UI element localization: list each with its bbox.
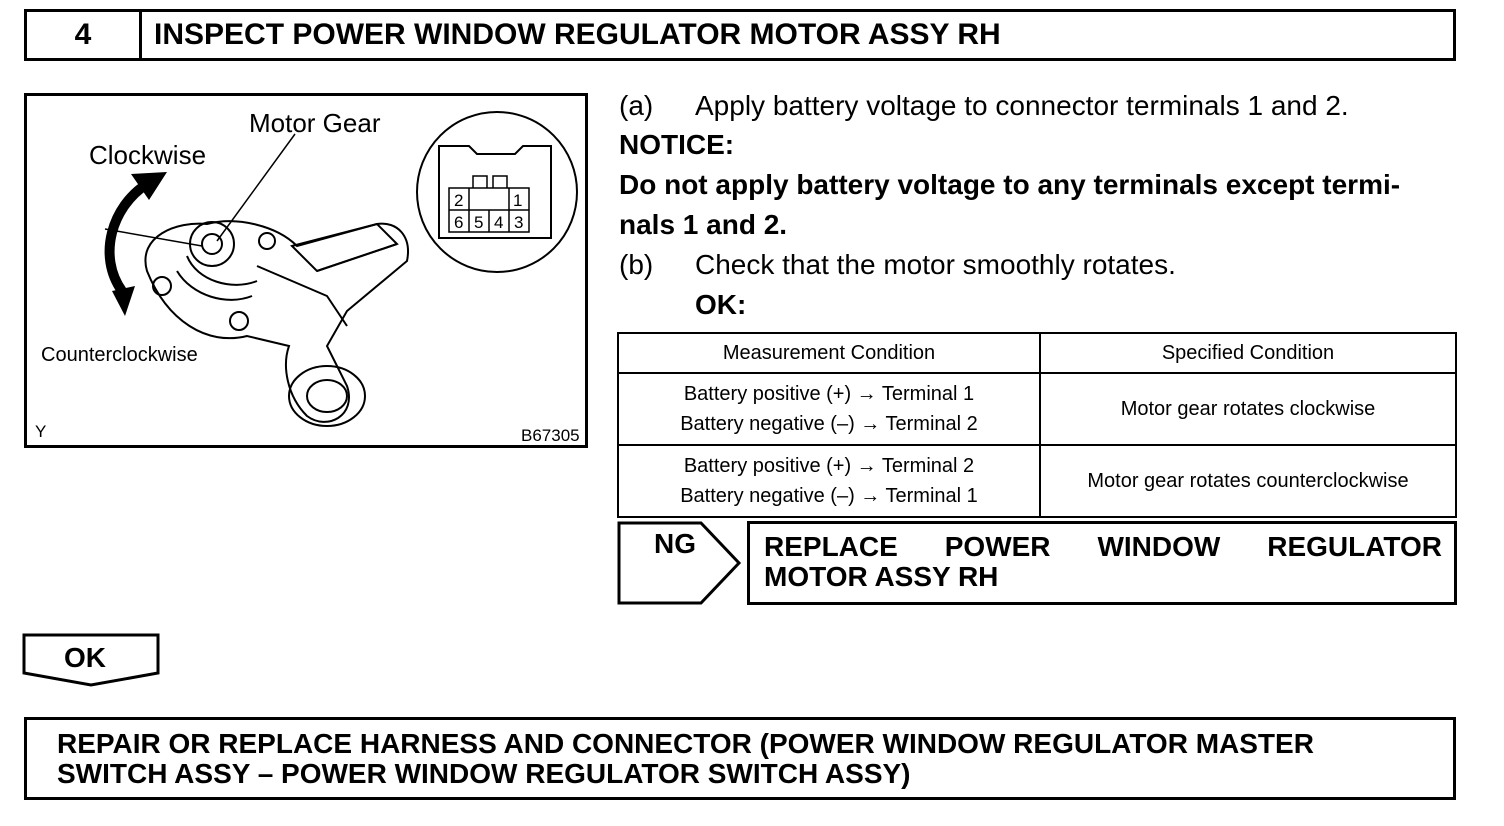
terminal-2-label: 2	[454, 191, 464, 210]
ok-heading: OK:	[695, 289, 747, 320]
ng-label: NG	[654, 528, 696, 559]
step-title: INSPECT POWER WINDOW REGULATOR MOTOR ASS…	[154, 18, 1001, 51]
counterclockwise-label: Counterclockwise	[41, 344, 198, 366]
step-number: 4	[27, 12, 142, 58]
spec-table: Measurement Condition Specified Conditio…	[617, 332, 1457, 518]
notice-line-2: nals 1 and 2.	[619, 209, 788, 240]
condition-line: Battery positive (+) → Terminal 2	[683, 455, 975, 477]
terminal-4-label: 4	[494, 213, 504, 232]
ng-word: REPLACE	[764, 531, 898, 562]
terminal-3-label: 3	[514, 213, 524, 232]
final-action-box: REPAIR OR REPLACE HARNESS AND CONNECTOR …	[24, 717, 1456, 800]
figure-corner-label: Y	[35, 422, 47, 441]
motor-illustration	[104, 111, 578, 427]
condition-line: Battery positive (+) → Terminal 1	[683, 383, 975, 405]
condition-line: Battery negative (–) → Terminal 1	[680, 485, 978, 507]
clockwise-label: Clockwise	[89, 140, 207, 170]
motor-gear-label: Motor Gear	[249, 108, 381, 138]
condition-cell: Battery positive (+) → Terminal 2 Batter…	[617, 444, 1041, 518]
table-row: Battery positive (+) → Terminal 2 Batter…	[617, 444, 1457, 518]
ok-arrow-shape	[22, 633, 160, 687]
terminal-6-label: 6	[454, 213, 464, 232]
figure-id: B67305	[521, 426, 580, 445]
motor-figure: Motor Gear Clockwise Counterclockwise Y …	[24, 93, 588, 448]
ok-label: OK	[64, 642, 106, 673]
ng-word: WINDOW	[1097, 531, 1221, 562]
result-cell: Motor gear rotates clockwise	[1039, 372, 1457, 446]
final-action-line-2: SWITCH ASSY – POWER WINDOW REGULATOR SWI…	[57, 758, 911, 789]
terminal-5-label: 5	[474, 213, 484, 232]
step-a-marker: (a)	[619, 90, 654, 121]
final-action-line-1: REPAIR OR REPLACE HARNESS AND CONNECTOR …	[57, 728, 1314, 759]
ng-action-line-2: MOTOR ASSY RH	[764, 561, 999, 592]
step-b-text: Check that the motor smoothly rotates.	[695, 249, 1176, 280]
notice-heading: NOTICE:	[619, 129, 735, 160]
ng-arrow-shape	[617, 521, 742, 605]
table-header-row: Measurement Condition Specified Conditio…	[617, 332, 1457, 374]
step-b-marker: (b)	[619, 249, 654, 280]
ng-word: REGULATOR	[1267, 531, 1442, 562]
table-row: Battery positive (+) → Terminal 1 Batter…	[617, 372, 1457, 446]
step-header: 4 INSPECT POWER WINDOW REGULATOR MOTOR A…	[24, 9, 1456, 61]
step-a-text: Apply battery voltage to connector termi…	[695, 90, 1349, 121]
terminal-1-label: 1	[513, 191, 523, 210]
notice-line-1: Do not apply battery voltage to any term…	[619, 169, 1401, 200]
ng-word: POWER	[944, 531, 1051, 562]
ng-action-box: REPLACE POWER WINDOW REGULATOR MOTOR ASS…	[747, 521, 1457, 605]
condition-cell: Battery positive (+) → Terminal 1 Batter…	[617, 372, 1041, 446]
result-cell: Motor gear rotates counterclockwise	[1039, 444, 1457, 518]
condition-line: Battery negative (–) → Terminal 2	[680, 413, 978, 435]
ng-action-line-1: REPLACE POWER WINDOW REGULATOR	[764, 532, 1442, 562]
header-measurement-condition: Measurement Condition	[617, 332, 1041, 374]
header-specified-condition: Specified Condition	[1039, 332, 1457, 374]
